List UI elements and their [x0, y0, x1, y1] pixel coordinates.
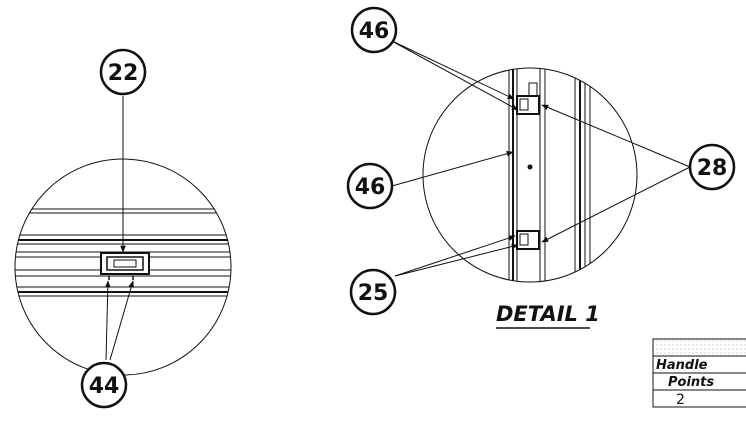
- callout-balloon-28: 28: [688, 143, 736, 191]
- callout-balloon-46-left: 46: [346, 162, 394, 210]
- detail-1-view: [389, 39, 691, 283]
- svg-text:DETAIL 1: DETAIL 1: [496, 302, 600, 326]
- callout-balloon-25: 25: [349, 268, 397, 316]
- table-header-handle: Handle: [656, 358, 708, 373]
- callout-balloon-46-top: 46: [350, 6, 398, 54]
- svg-text:46: 46: [359, 19, 390, 44]
- svg-text:25: 25: [358, 281, 389, 306]
- handle-points-table: Handle Points 2: [652, 338, 746, 408]
- svg-text:22: 22: [108, 61, 139, 86]
- table-value: 2: [676, 392, 685, 408]
- svg-text:46: 46: [355, 175, 386, 200]
- detail-1-label: DETAIL 1: [496, 302, 600, 329]
- upper-block-part: [516, 95, 540, 115]
- handle-part: [100, 252, 150, 280]
- center-point: [527, 164, 533, 170]
- callout-balloon-22: 22: [99, 48, 147, 96]
- svg-text:44: 44: [89, 374, 120, 399]
- callout-balloon-44: 44: [80, 361, 128, 409]
- detail-1-circle: [422, 67, 638, 283]
- table-header-points: Points: [668, 375, 714, 390]
- svg-text:28: 28: [697, 156, 728, 181]
- left-detail-view: [14, 96, 232, 376]
- lower-block-part: [516, 230, 540, 250]
